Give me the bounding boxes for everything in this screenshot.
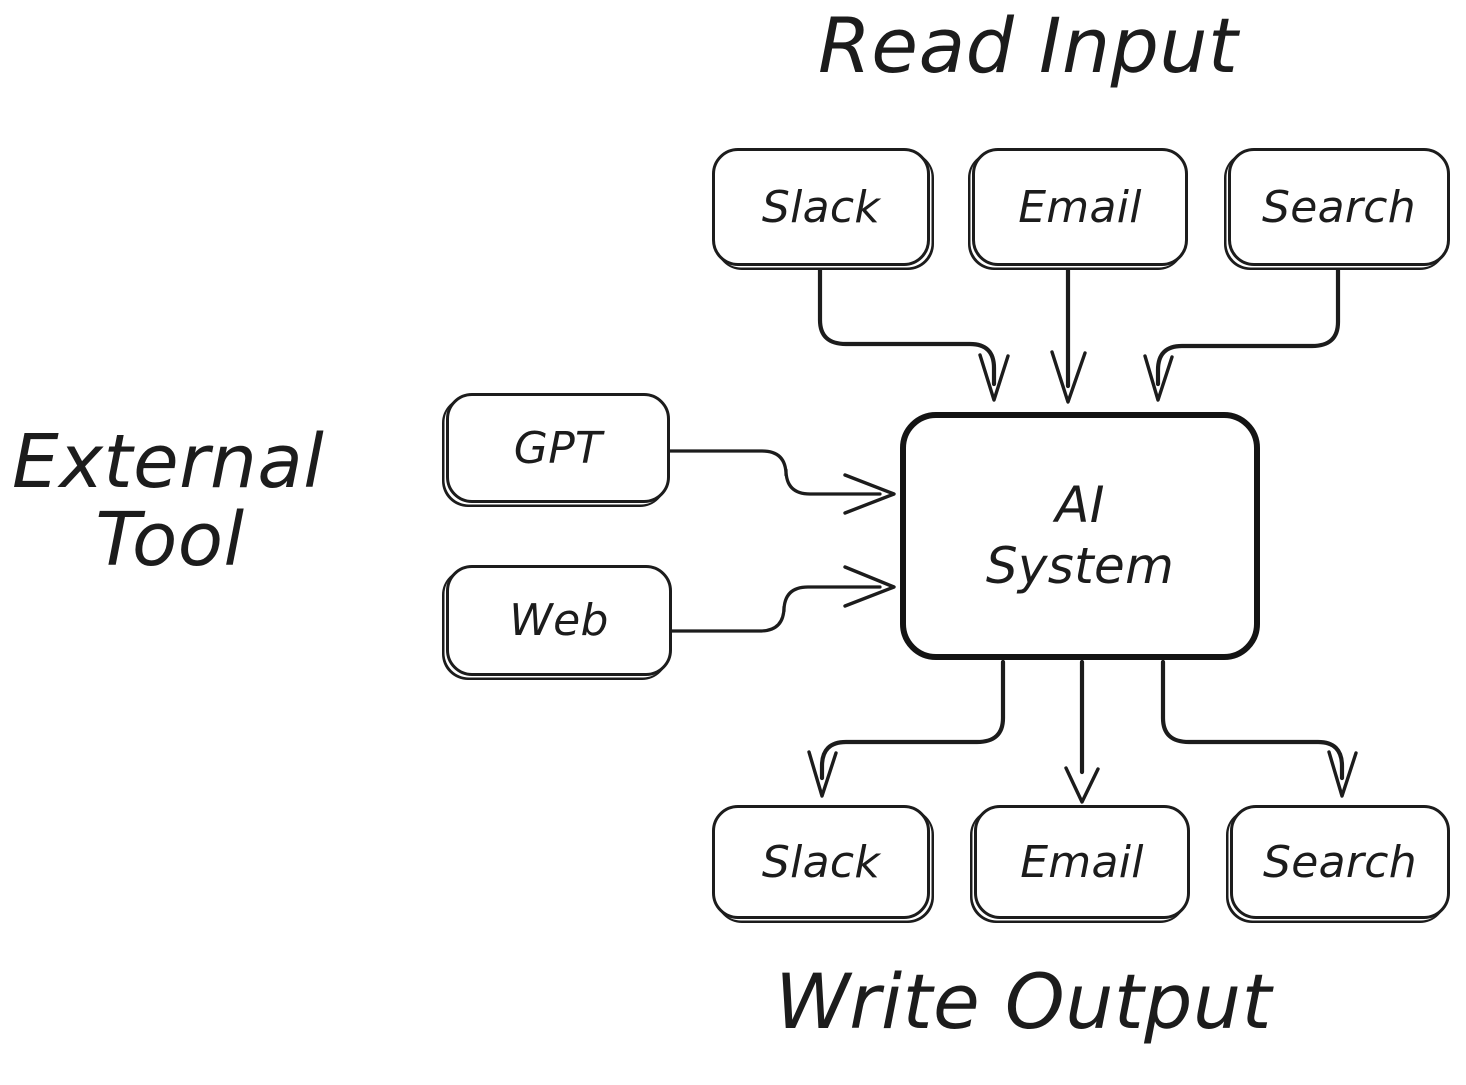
- section-heading-external-tool-line1: External: [12, 419, 325, 505]
- node-tool-gpt-label: GPT: [513, 422, 603, 474]
- node-ai-system[interactable]: AI System: [900, 412, 1260, 660]
- node-input-search[interactable]: Search: [1228, 148, 1450, 266]
- section-heading-write-output: Write Output: [775, 957, 1272, 1046]
- arrow-input-slack-to-ai: [817, 265, 1010, 402]
- node-output-search-label: Search: [1263, 836, 1417, 888]
- node-tool-web-label: Web: [509, 595, 609, 646]
- node-input-email[interactable]: Email: [972, 148, 1188, 266]
- node-tool-gpt[interactable]: GPT: [446, 393, 670, 503]
- node-output-email-label: Email: [1020, 836, 1144, 888]
- arrow-ai-to-output-search: [1160, 659, 1358, 798]
- node-tool-web[interactable]: Web: [446, 565, 672, 676]
- node-ai-system-label-line1: AI: [1055, 476, 1105, 534]
- node-input-search-label: Search: [1262, 181, 1416, 233]
- node-output-email[interactable]: Email: [974, 805, 1190, 919]
- arrow-input-email-to-ai: [1050, 265, 1087, 404]
- node-output-slack[interactable]: Slack: [712, 805, 930, 919]
- arrow-ai-to-output-slack: [807, 659, 1006, 798]
- arrow-tool-gpt-to-ai: [668, 449, 896, 515]
- node-input-email-label: Email: [1018, 181, 1142, 233]
- section-heading-external-tool: External Tool: [12, 419, 402, 583]
- arrow-ai-to-output-email: [1064, 659, 1100, 804]
- node-ai-system-label-line2: System: [985, 537, 1175, 595]
- section-heading-read-input: Read Input: [818, 1, 1239, 90]
- arrow-input-search-to-ai: [1143, 265, 1341, 402]
- node-input-slack-label: Slack: [761, 181, 881, 233]
- node-output-slack-label: Slack: [761, 836, 881, 888]
- node-output-search[interactable]: Search: [1230, 805, 1450, 919]
- arrow-tool-web-to-ai: [670, 565, 896, 633]
- node-ai-system-label: AI System: [986, 475, 1174, 597]
- node-input-slack[interactable]: Slack: [712, 148, 930, 266]
- section-heading-external-tool-line2: Tool: [95, 496, 245, 583]
